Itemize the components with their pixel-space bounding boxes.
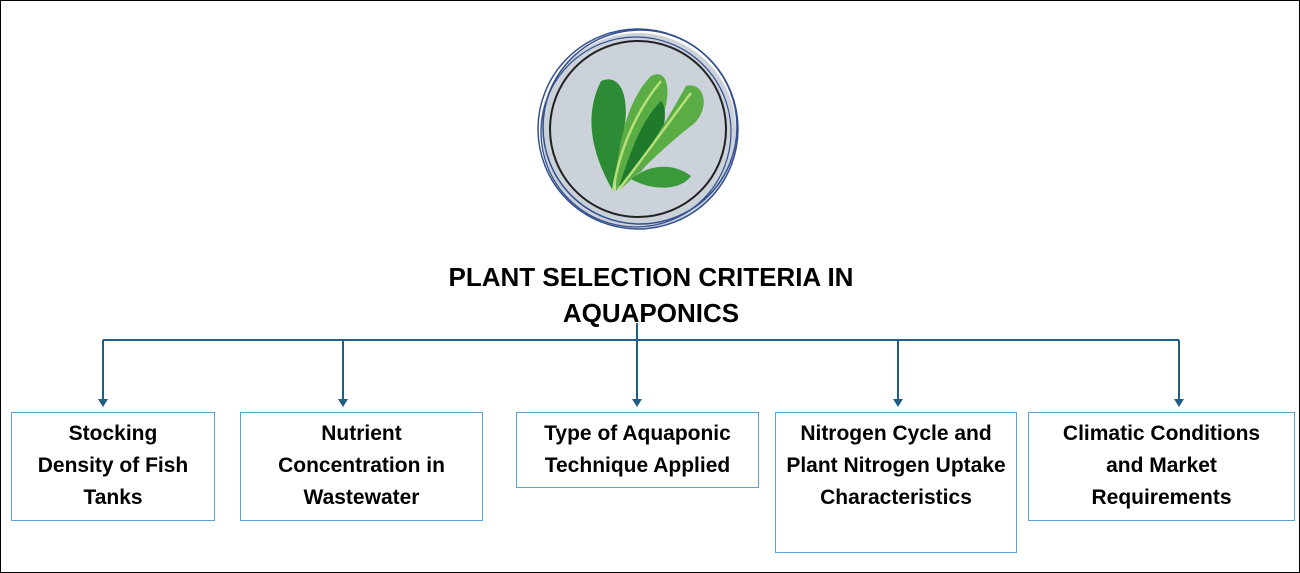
plant-emblem: [537, 28, 739, 230]
lettuce-icon: [591, 74, 704, 192]
criterion-aquaponic-technique: Type of Aquaponic Technique Applied: [516, 412, 759, 488]
criterion-nitrogen-cycle: Nitrogen Cycle and Plant Nitrogen Uptake…: [775, 412, 1017, 553]
criterion-nutrient-concentration: Nutrient Concentration in Wastewater: [240, 412, 483, 521]
criterion-stocking-density: Stocking Density of Fish Tanks: [11, 412, 215, 521]
diagram-title: PLANT SELECTION CRITERIA IN AQUAPONICS: [448, 262, 854, 328]
criterion-climatic-market: Climatic Conditions and Market Requireme…: [1028, 412, 1295, 521]
